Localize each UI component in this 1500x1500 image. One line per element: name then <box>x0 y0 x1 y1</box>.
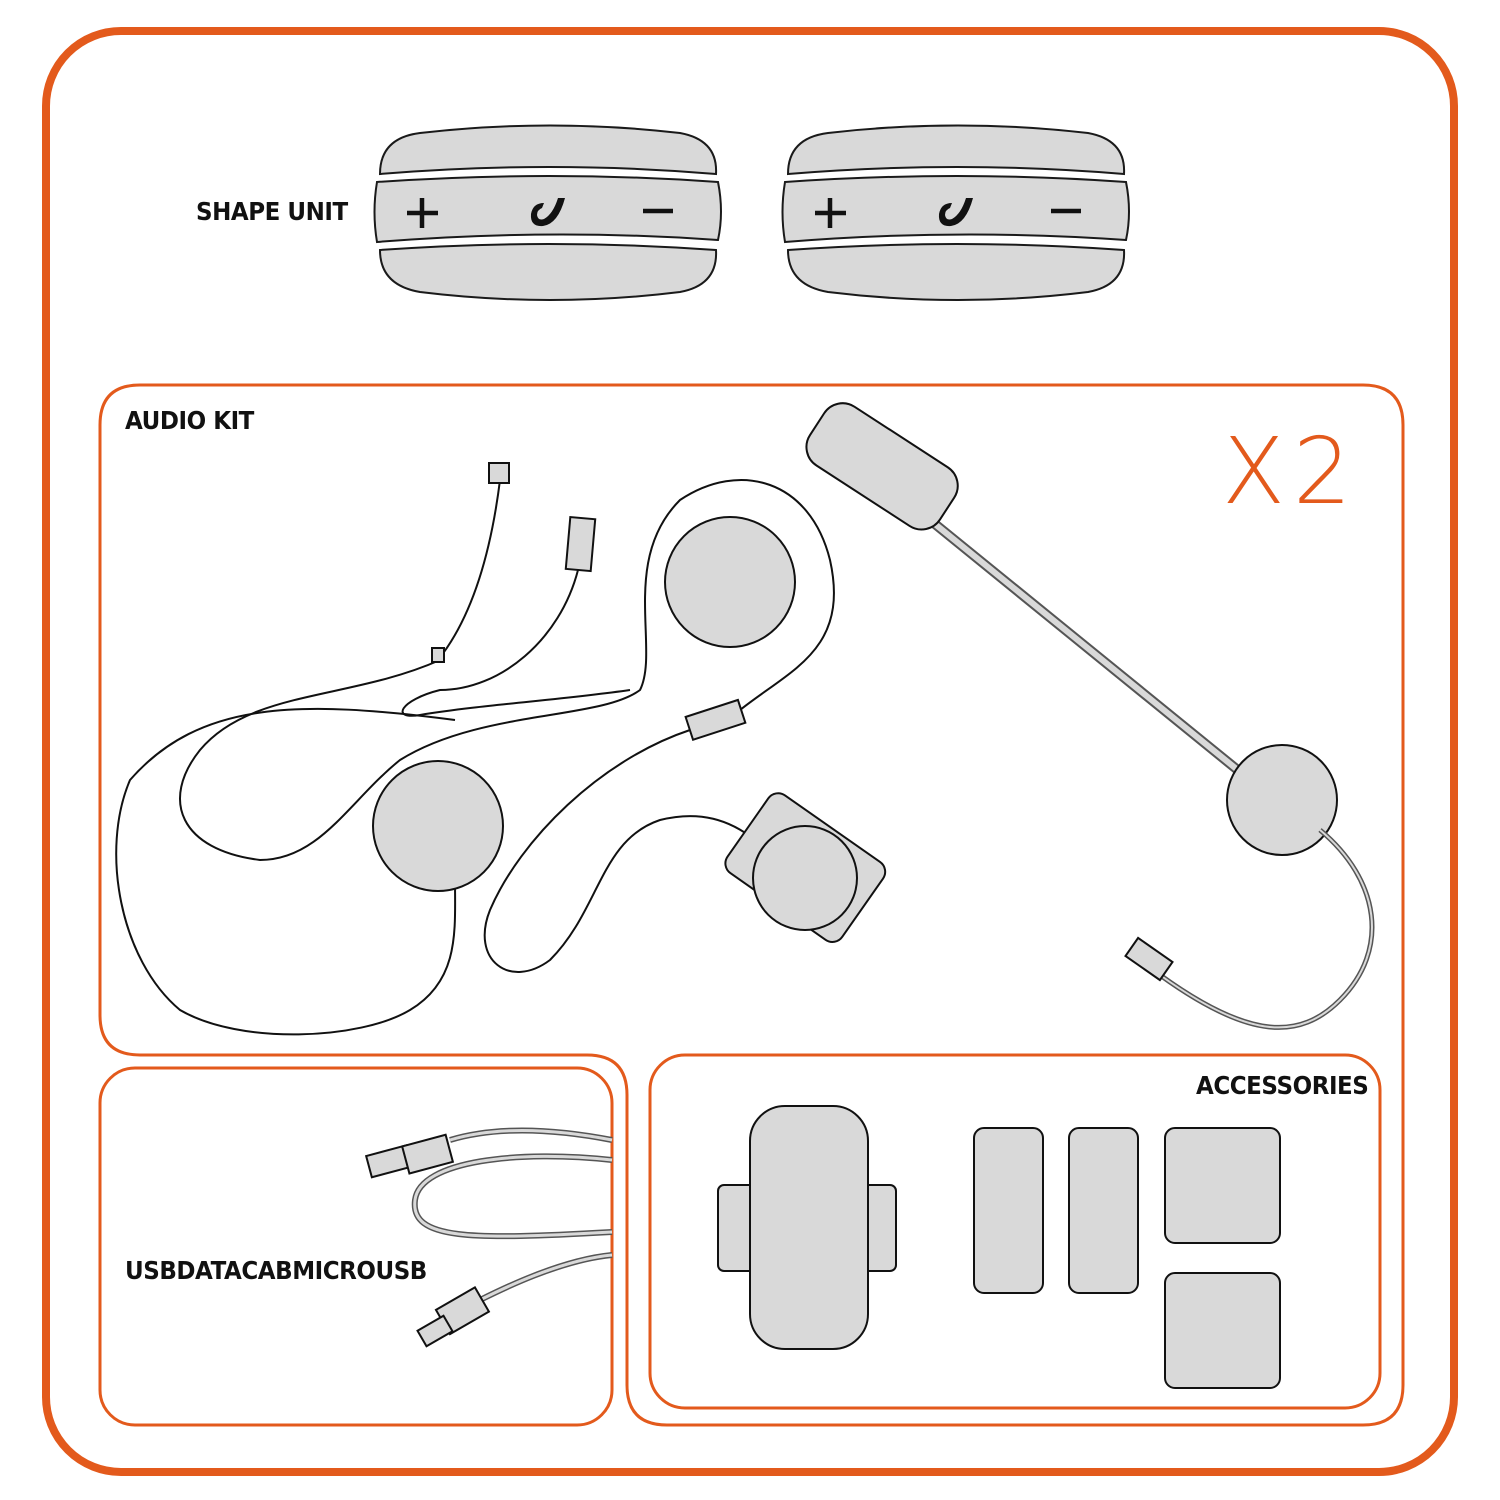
usb-cable-label: USBDATACABMICROUSB <box>125 1256 427 1285</box>
shape-unit <box>373 124 722 301</box>
clip <box>431 647 445 663</box>
quantity-label: X2 <box>1222 418 1360 525</box>
audio-kit-label: AUDIO KIT <box>125 406 254 435</box>
connector <box>564 515 597 573</box>
cable <box>401 479 631 717</box>
mic-cable <box>1158 828 1375 1030</box>
audio-kit-frame <box>98 383 1405 1427</box>
speaker <box>372 760 504 892</box>
plus-icon <box>407 198 438 228</box>
accessories-frame <box>648 1053 1382 1410</box>
connector <box>684 698 747 742</box>
adhesive-pad <box>973 1127 1044 1294</box>
velcro-pad <box>1164 1272 1281 1389</box>
velcro-pad <box>1164 1127 1281 1244</box>
speaker <box>752 825 858 931</box>
cable <box>483 729 756 973</box>
usb-frame <box>98 1066 614 1427</box>
shape-unit-label: SHAPE UNIT <box>196 197 348 226</box>
outer-frame <box>42 27 1458 1476</box>
mic-head <box>805 402 959 531</box>
cable <box>179 479 835 862</box>
power-logo-icon <box>530 198 565 227</box>
mic-base <box>1226 744 1338 856</box>
cable <box>115 707 457 1036</box>
mic-connector <box>1124 936 1174 982</box>
adhesive-pad <box>1068 1127 1139 1294</box>
accessories-label: ACCESSORIES <box>1196 1071 1369 1100</box>
speaker <box>664 516 796 648</box>
shape-unit-2 <box>783 126 1130 301</box>
connector <box>488 462 510 484</box>
mount-bracket <box>749 1105 869 1350</box>
